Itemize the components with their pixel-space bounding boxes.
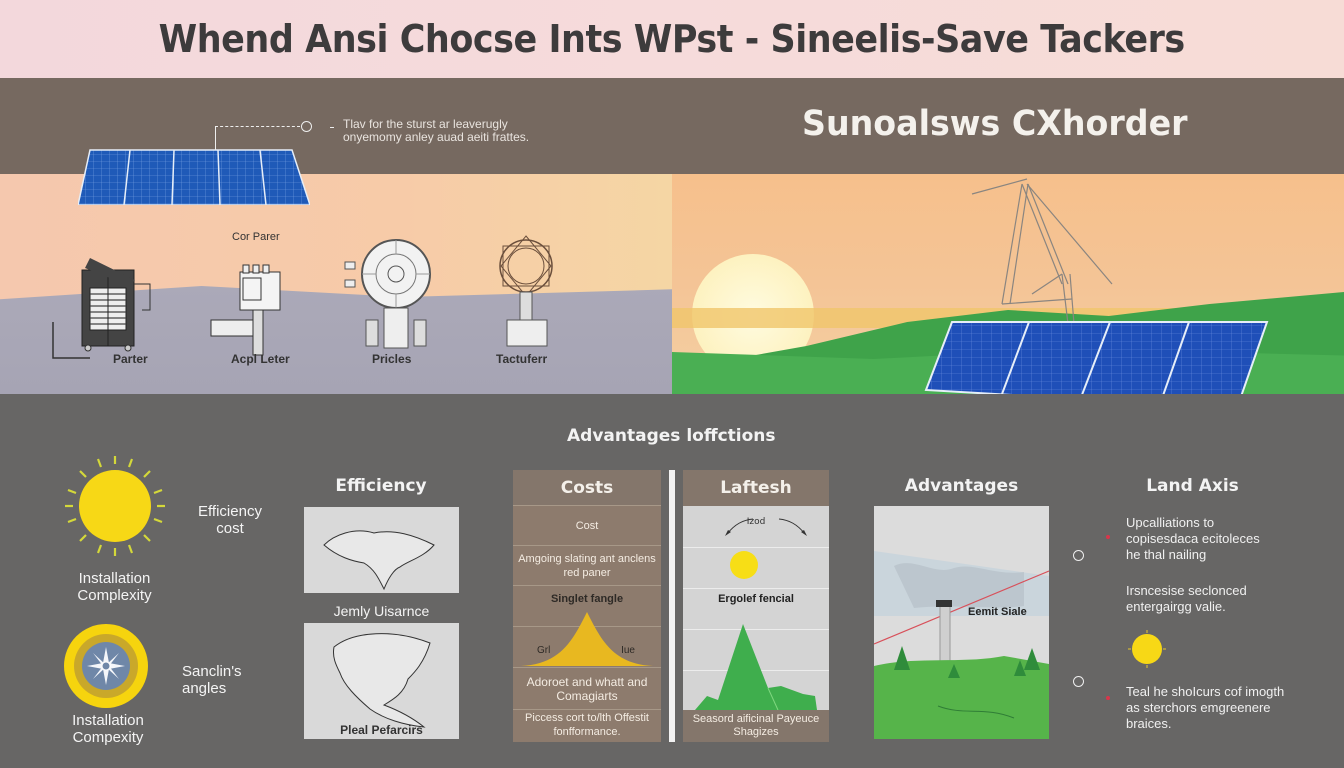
devices-heading: Cor Parer bbox=[232, 231, 280, 243]
advantages-card: Eemit Siale bbox=[874, 506, 1049, 739]
costs-chart-title: Singlet fangle bbox=[550, 593, 624, 605]
laftesh-panel: Laftesh Izod Ergolef fencial Seasord aif… bbox=[683, 470, 829, 742]
costs-chart-label-right: Iue bbox=[621, 645, 635, 656]
efficiency-map-bottom: Pleal Pefarcirs bbox=[304, 623, 459, 739]
arc-arrows-icon bbox=[725, 518, 807, 536]
arc-label: Izod bbox=[746, 517, 766, 527]
tracker-sun-path-illustration bbox=[874, 551, 1049, 739]
controller-icon bbox=[210, 264, 281, 356]
callout-dash bbox=[330, 127, 334, 128]
costs-row: Cost bbox=[513, 506, 661, 546]
bullet-circle-icon bbox=[1073, 550, 1084, 561]
laftesh-peak-chart bbox=[695, 624, 817, 711]
north-america-map-icon bbox=[333, 633, 431, 728]
hero-right-scene bbox=[672, 174, 1344, 394]
device-label-pricles: Pricles bbox=[372, 352, 412, 366]
callout-circle-icon bbox=[301, 121, 312, 132]
device-label-tactuferr: Tactuferr bbox=[496, 352, 548, 366]
fan-wheel-icon bbox=[344, 239, 431, 349]
bullet-circle-icon bbox=[1073, 676, 1084, 687]
costs-chart-row: Singlet fangle Grl Iue bbox=[513, 586, 661, 668]
laftesh-mid-label: Ergolef fencial bbox=[718, 593, 794, 605]
callout-connector bbox=[215, 126, 216, 150]
costs-row: Amgoing slating ant anclens red paner bbox=[513, 546, 661, 586]
efficiency-map-top bbox=[304, 507, 459, 593]
land-axis-item: Teal he shoIcurs cof imogth as sterchors… bbox=[1126, 684, 1285, 731]
sun-dot-icon bbox=[730, 551, 758, 579]
column-divider bbox=[669, 470, 675, 742]
efficiency-map-label: Jemly Uisarnce bbox=[333, 603, 430, 619]
costs-row: Adoroet and whatt and Comagiarts bbox=[513, 668, 661, 710]
costs-chart-label-left: Grl bbox=[537, 645, 551, 656]
red-dot-marker bbox=[1106, 535, 1110, 539]
legend-caption-installation-compexity: Installation Compexity bbox=[72, 712, 144, 746]
solar-panel-icon bbox=[78, 149, 310, 205]
legend-label-efficiency-cost: Efficiency cost bbox=[198, 503, 262, 537]
grid-line bbox=[683, 547, 829, 548]
efficiency-map-caption: Pleal Pefarcirs bbox=[340, 723, 423, 737]
sun-icon bbox=[65, 456, 165, 556]
costs-peak-chart bbox=[521, 612, 653, 666]
grid-line bbox=[683, 629, 829, 630]
inverter-icon bbox=[52, 258, 151, 359]
costs-title: Costs bbox=[513, 470, 661, 506]
costs-panel: Costs Cost Amgoing slating ant anclens r… bbox=[513, 470, 661, 742]
hero-subtitle: Sunoalsws CXhorder bbox=[802, 104, 1188, 144]
grid-line bbox=[683, 588, 829, 589]
land-axis-item: Upcalliations to copisesdaca ecitoleces … bbox=[1126, 515, 1260, 562]
tracker-wheel-icon bbox=[499, 235, 553, 347]
legend-caption-installation-complexity: Installation Complexity bbox=[77, 570, 152, 604]
red-dot-marker bbox=[1106, 696, 1110, 700]
laftesh-title: Laftesh bbox=[683, 470, 829, 506]
page-title: Whend Ansi Chocse Ints WPst - Sineelis-S… bbox=[158, 17, 1186, 61]
gear-sun-icon bbox=[64, 624, 148, 708]
solar-tracker-array-icon bbox=[924, 321, 1269, 394]
costs-row: Piccess cort to/lth Offestit fonfformanc… bbox=[525, 712, 649, 738]
title-bar: Whend Ansi Chocse Ints WPst - Sineelis-S… bbox=[0, 0, 1344, 78]
callout-dashed-line bbox=[215, 126, 300, 127]
legend-label-sanclins-angles: Sanclin's angles bbox=[182, 663, 242, 697]
laftesh-footer: Seasord aificinal Payeuce Shagizes bbox=[683, 710, 829, 742]
advantages-card-label: Eemit Siale bbox=[968, 606, 1027, 618]
advantages-card-title: Advantages bbox=[904, 476, 1019, 496]
land-axis-title: Land Axis bbox=[1146, 476, 1239, 496]
world-map-icon bbox=[323, 530, 435, 591]
small-sun-icon bbox=[1128, 630, 1166, 668]
land-axis-item: Irsncesise seclonced entergairgg valie. bbox=[1126, 583, 1247, 614]
crane-tower-icon bbox=[971, 178, 1113, 324]
advantages-heading: Advantages loffctions bbox=[567, 426, 776, 446]
device-label-acpl-leter: Acpl Leter bbox=[231, 352, 290, 366]
device-label-parter: Parter bbox=[113, 352, 148, 366]
callout-text: Tlav for the sturst ar leaveruglу onyemo… bbox=[343, 117, 530, 144]
efficiency-title: Efficiency bbox=[335, 476, 427, 496]
